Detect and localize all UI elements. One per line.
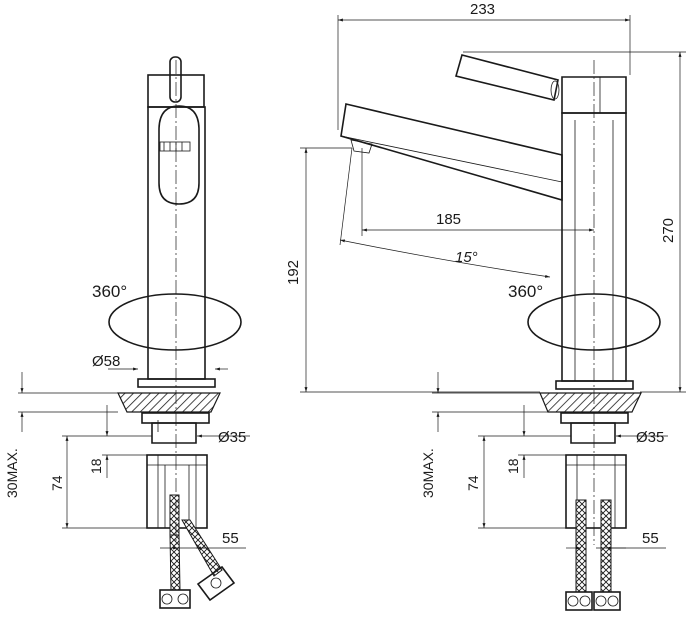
side-30max-label: 30MAX. (420, 448, 436, 498)
front-hose-left (169, 494, 180, 536)
side-hose-right (600, 499, 612, 593)
side-spout (340, 103, 563, 202)
front-rotation-ellipse (108, 293, 242, 351)
front-aerator (159, 141, 191, 152)
front-body (147, 106, 206, 380)
front-18-label: 18 (88, 458, 104, 474)
width-233-label: 233 (470, 1, 495, 18)
front-shank-nut (151, 422, 197, 444)
front-view: 360° Ø58 30MAX. (4, 56, 250, 609)
height-192-label: 192 (285, 260, 302, 285)
side-hose-fitting-left (565, 591, 593, 611)
front-hose-fitting-right (196, 565, 236, 602)
front-55-label: 55 (222, 530, 239, 547)
side-shank-nut (570, 422, 616, 444)
side-thread-diameter-label: Ø35 (636, 429, 664, 446)
front-base-flange (137, 378, 216, 388)
side-shank (565, 454, 627, 529)
front-lever (169, 56, 182, 103)
side-hose-fitting-right (593, 591, 621, 611)
side-aerator (350, 139, 373, 154)
side-lever (455, 54, 559, 101)
side-rotation-label: 360° (508, 282, 543, 301)
side-base-flange (555, 380, 634, 390)
side-countertop-section (539, 392, 642, 413)
side-18-label: 18 (505, 458, 521, 474)
reach-185-label: 185 (436, 211, 461, 228)
front-mount-nut (141, 412, 210, 424)
front-30max-label: 30MAX. (4, 448, 20, 498)
front-hose-fitting-left (159, 589, 191, 609)
front-rotation-label: 360° (92, 282, 127, 301)
side-hose-left (575, 499, 587, 593)
front-74-label: 74 (49, 475, 65, 491)
front-thread-diameter-label: Ø35 (218, 429, 246, 446)
side-view: 360° 233 270 192 (285, 1, 686, 611)
side-mount-nut (560, 412, 629, 424)
side-55-label: 55 (642, 530, 659, 547)
angle-15-label: 15° (455, 249, 478, 266)
front-base-diameter-label: Ø58 (92, 353, 120, 370)
height-270-label: 270 (660, 218, 677, 243)
front-countertop-section (117, 392, 221, 413)
side-74-label: 74 (465, 475, 481, 491)
front-spout (158, 105, 200, 205)
